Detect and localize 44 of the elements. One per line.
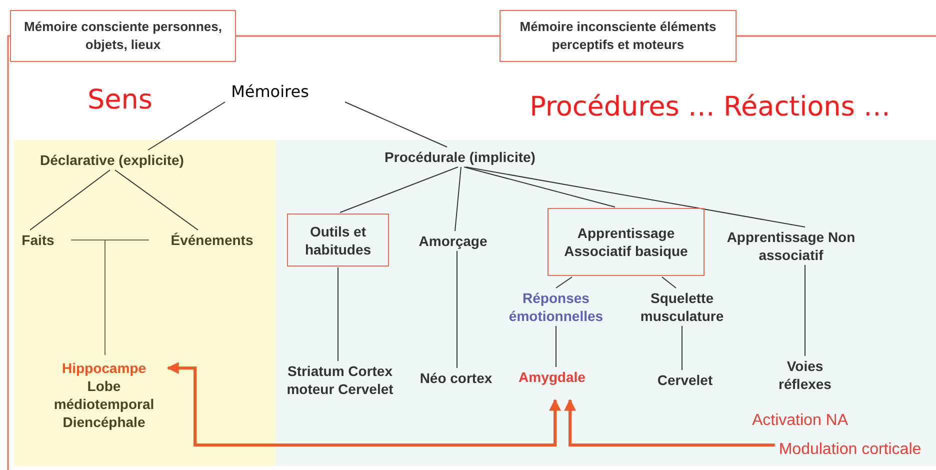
node-label: Apprentissage Non associatif bbox=[726, 228, 856, 264]
node-text: Lobe médiotemporal Diencéphale bbox=[52, 377, 156, 431]
node-label: Voies réflexes bbox=[765, 357, 845, 393]
node-label: Événements bbox=[157, 231, 267, 249]
node-label: Néo cortex bbox=[406, 369, 506, 387]
connector-line bbox=[556, 276, 572, 288]
connector-line bbox=[466, 166, 806, 228]
node-label: Cervelet bbox=[645, 371, 725, 389]
connector-line bbox=[662, 276, 676, 288]
section-heading: Sens bbox=[88, 84, 152, 116]
connector-line bbox=[344, 102, 448, 148]
connector-line bbox=[148, 102, 226, 150]
memory-box bbox=[500, 10, 736, 62]
node-label: Amorçage bbox=[408, 232, 498, 250]
node-label: Mémoire inconsciente éléments perceptifs et moteurs bbox=[518, 18, 718, 54]
annotation-text: Activation NA bbox=[752, 412, 848, 430]
node-label: Striatum Cortex moteur Cervelet bbox=[275, 362, 405, 398]
node-label: Procédurale (implicite) bbox=[365, 148, 555, 166]
connector-line bbox=[340, 166, 458, 213]
section-heading: Procédures … Réactions … bbox=[530, 92, 890, 122]
connector-line bbox=[104, 240, 150, 356]
node-label: Amygdale bbox=[507, 368, 597, 386]
node-label: Apprentissage Associatif basique bbox=[563, 224, 689, 260]
node-label: Mémoire consciente personnes, objets, lieux bbox=[23, 18, 223, 54]
node-label: Squelette musculature bbox=[627, 289, 737, 325]
arrow bbox=[564, 398, 775, 446]
node-label: Réponses émotionnelles bbox=[501, 289, 611, 325]
memory-box bbox=[548, 208, 704, 276]
connector-line bbox=[804, 264, 806, 356]
node-label: Mémoires bbox=[220, 83, 320, 101]
connector-line bbox=[464, 166, 616, 208]
memory-box bbox=[10, 10, 236, 62]
node-label: Déclarative (explicite) bbox=[22, 151, 202, 169]
connector-line bbox=[456, 250, 458, 368]
connector-line bbox=[236, 35, 500, 37]
connector-line bbox=[114, 170, 198, 230]
node-label: Outils et habitudes bbox=[304, 222, 372, 258]
node-label: Hippocampe bbox=[60, 359, 147, 377]
connector-line bbox=[454, 166, 462, 232]
node-label: Faits bbox=[13, 231, 63, 249]
arrow bbox=[166, 362, 561, 446]
connector-line bbox=[30, 170, 110, 230]
node-label: Modulation corticale bbox=[778, 441, 922, 459]
memory-box bbox=[287, 214, 389, 266]
